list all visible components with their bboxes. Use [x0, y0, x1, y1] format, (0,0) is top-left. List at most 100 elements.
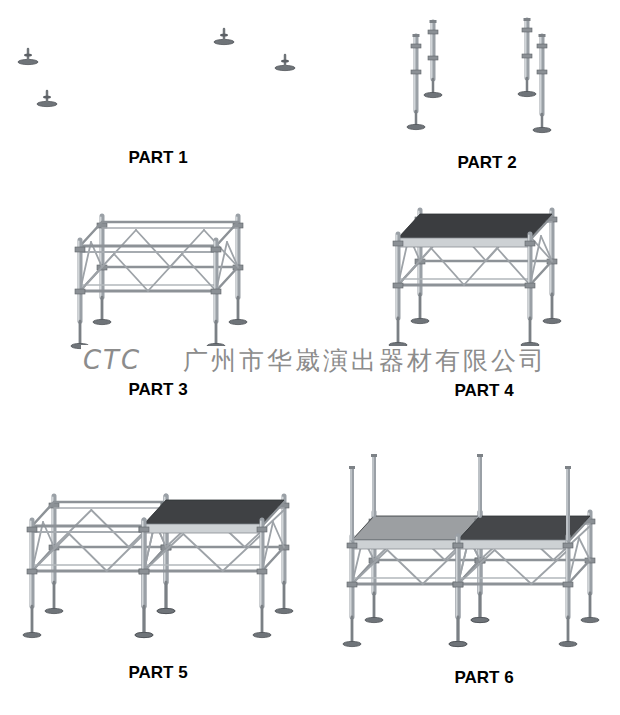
leg-clamp	[411, 70, 421, 74]
leg-clamp	[211, 289, 221, 294]
bottom-rail	[458, 577, 568, 578]
truss-diagonal	[69, 534, 106, 571]
leg-clamp	[537, 70, 547, 74]
leg-spindle	[215, 321, 218, 346]
truss-diagonal	[273, 522, 284, 547]
guard-post	[372, 456, 376, 516]
truss-diagonal	[497, 248, 530, 285]
top-rail	[54, 507, 166, 509]
post-cap	[371, 454, 377, 457]
part-4-deck	[389, 210, 561, 348]
bottom-rail	[144, 564, 262, 565]
leg-highlight	[260, 521, 261, 606]
truss-diagonal	[54, 510, 91, 547]
base-plate	[45, 608, 63, 613]
top-rail	[54, 501, 166, 504]
leg-spindle	[143, 606, 146, 635]
leg-spindle	[237, 297, 240, 322]
leg-highlight	[142, 521, 143, 606]
truss-diagonal	[91, 510, 128, 547]
leg-tube	[282, 496, 287, 582]
truss-diagonal	[531, 550, 568, 584]
post-cap	[477, 454, 483, 457]
base-plate	[449, 641, 467, 646]
base-plate	[135, 632, 153, 637]
top-rail	[32, 531, 144, 533]
leg-clamp	[563, 543, 573, 548]
truss-diagonal	[398, 248, 431, 285]
truss-diagonal	[32, 534, 69, 571]
truss-diagonal	[136, 230, 170, 267]
part-name: PART 5	[128, 663, 187, 683]
part-name: PART 3	[128, 380, 187, 400]
base-plate	[518, 91, 536, 96]
leg-spindle	[165, 582, 168, 611]
truss-diagonal	[423, 550, 458, 584]
leg-clamp	[75, 247, 85, 252]
leg-tube	[52, 496, 57, 582]
truss-diagonal	[227, 242, 238, 267]
leg-spindle	[589, 593, 592, 620]
leg-spindle	[101, 297, 104, 322]
base-plate	[229, 319, 247, 324]
leg-clamp	[257, 527, 267, 532]
top-rail	[102, 221, 238, 224]
bottom-rail	[458, 583, 568, 586]
leg-clamp	[27, 569, 37, 574]
bottom-rail	[144, 570, 262, 573]
leg-highlight	[30, 521, 31, 606]
leg-clamp	[393, 283, 403, 288]
leg-cap	[524, 18, 531, 21]
leg-highlight	[456, 537, 457, 617]
base-plate	[135, 632, 153, 637]
leg-highlight	[350, 537, 351, 617]
deck-edge	[144, 524, 262, 533]
truss-diagonal	[144, 534, 183, 571]
adjust-nut	[24, 53, 32, 56]
base-plate	[275, 608, 293, 613]
leg-clamp	[563, 582, 573, 587]
part-6-assembly	[343, 454, 599, 647]
truss-diagonal	[352, 550, 387, 584]
top-rail	[80, 245, 216, 248]
leg-spindle	[551, 294, 554, 321]
bottom-rail	[352, 577, 458, 578]
leg-clamp	[453, 582, 463, 587]
truss-diagonal	[495, 550, 532, 584]
bottom-rail	[80, 284, 216, 285]
truss-diagonal	[579, 538, 590, 560]
part-3-frame	[71, 216, 247, 349]
leg-clamp	[428, 56, 438, 60]
leg-spindle	[479, 593, 482, 620]
truss-diagonal	[183, 534, 222, 571]
leg-clamp	[525, 283, 535, 288]
bottom-rail	[352, 583, 458, 586]
leg-highlight	[456, 537, 457, 617]
part-2-legs	[407, 18, 551, 133]
truss-diagonal	[114, 254, 148, 291]
base-plate	[449, 641, 467, 646]
leg-spindle	[419, 294, 422, 321]
leg-spindle	[457, 617, 460, 644]
truss-diagonal	[223, 534, 262, 571]
leg-spindle	[53, 582, 56, 611]
bottom-rail	[32, 564, 144, 565]
leg-tube	[142, 520, 147, 606]
part-5-extension	[23, 496, 293, 638]
base-plate	[543, 318, 561, 323]
adjust-nut	[281, 59, 289, 62]
post-highlight	[373, 456, 374, 516]
leg-highlight	[142, 521, 143, 606]
leg-clamp	[347, 582, 357, 587]
leg-spindle	[283, 582, 286, 611]
watermark-logo: CTC	[81, 345, 143, 376]
leg-clamp	[453, 543, 463, 548]
post-cap	[349, 466, 355, 469]
leg-spindle	[261, 606, 264, 635]
leg-clamp	[411, 44, 421, 48]
leg-clamp	[139, 527, 149, 532]
leg-tube	[396, 234, 401, 318]
top-rail	[32, 525, 144, 528]
base-plate	[581, 617, 599, 622]
